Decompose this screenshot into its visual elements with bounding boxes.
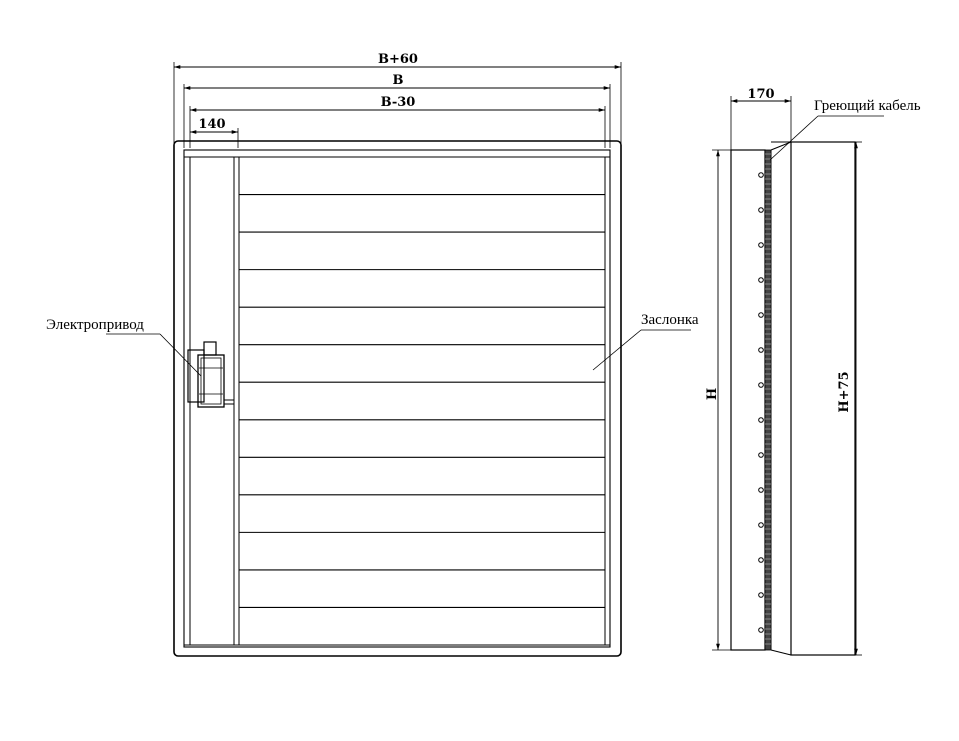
dim-outer-width: B+60 — [378, 52, 418, 67]
bolt — [758, 522, 764, 528]
actuator — [187, 341, 234, 408]
heating-cable — [764, 149, 772, 651]
bolt — [758, 627, 764, 633]
dim-actuator-section: 140 — [198, 117, 225, 132]
label-actuator: Электропривод — [46, 317, 144, 333]
inner-frame — [183, 149, 611, 648]
dim-inner-width: B-30 — [381, 95, 416, 110]
dim-outer-height: H+75 — [837, 371, 852, 412]
label-damper: Заслонка — [641, 312, 699, 328]
front-view: B+60 B B-30 140 Электропривод — [46, 52, 699, 657]
bolt — [758, 592, 764, 598]
bolt — [758, 382, 764, 388]
bolt — [758, 172, 764, 178]
outer-frame — [173, 140, 622, 657]
bolt — [758, 312, 764, 318]
dim-height: H — [705, 388, 720, 400]
damper-slats — [239, 193, 605, 609]
bolt — [758, 242, 764, 248]
bolt — [758, 207, 764, 213]
bolt — [758, 487, 764, 493]
bolt — [758, 452, 764, 458]
bolt — [758, 347, 764, 353]
dim-side-depth: 170 — [747, 87, 774, 102]
dim-width: B — [393, 73, 404, 88]
side-frame-flange — [730, 149, 766, 651]
bolt — [758, 417, 764, 423]
bolt — [758, 557, 764, 563]
side-view: 170 H H+75 Греющий кабель — [705, 87, 921, 656]
label-heating-cable: Греющий кабель — [814, 98, 921, 114]
bolt — [758, 277, 764, 283]
bolts — [758, 172, 764, 633]
